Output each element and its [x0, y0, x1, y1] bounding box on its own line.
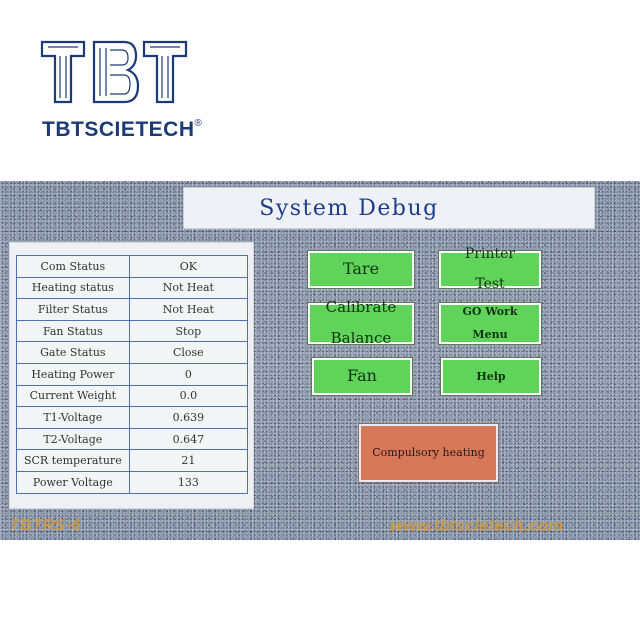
status-value: Not Heat — [128, 276, 249, 300]
printer-label-line1: Printer — [464, 246, 516, 263]
model-label: TBTRS-6 — [10, 517, 82, 534]
status-label: Gate Status — [16, 341, 130, 364]
tare-label: Tare — [342, 259, 380, 279]
calibrate-label-line2: Balance — [330, 329, 392, 348]
status-value: OK — [128, 255, 249, 278]
gowork-label-line2: Menu — [472, 328, 508, 342]
status-value: Close — [128, 341, 249, 364]
fan-label: Fan — [347, 366, 377, 386]
status-value: 0 — [128, 362, 249, 386]
fan-button[interactable]: Fan — [312, 358, 412, 395]
status-value: 0.0 — [128, 384, 249, 408]
help-label: Help — [476, 369, 506, 383]
status-label: Power Voltage — [16, 470, 130, 494]
calibrate-label-line1: Calibrate — [325, 297, 397, 316]
website-watermark: www.tbtscietech.com — [390, 516, 564, 535]
status-label: Heating Power — [16, 362, 130, 386]
status-label: T1-Voltage — [16, 406, 130, 429]
page-title: System Debug — [259, 195, 439, 221]
status-label: SCR temperature — [16, 449, 130, 472]
status-label: T2-Voltage — [16, 427, 130, 451]
brand-header: TBTSCIETECH® — [40, 38, 260, 143]
status-label: Com Status — [16, 255, 130, 278]
gowork-label-line1: GO Work — [462, 305, 518, 319]
tare-button[interactable]: Tare — [308, 251, 414, 288]
status-label: Filter Status — [16, 298, 130, 321]
title-bar: System Debug — [183, 187, 595, 229]
printer-label-line2: Test — [475, 275, 505, 292]
registered-mark: ® — [194, 118, 203, 129]
compulsory-heating-label: Compulsory heating — [372, 446, 485, 460]
status-value: 0.647 — [128, 427, 249, 451]
tbt-logo-icon — [40, 40, 188, 104]
status-value: 133 — [128, 470, 249, 494]
status-label: Heating status — [16, 276, 130, 300]
status-label: Current Weight — [16, 384, 130, 408]
status-value: 21 — [128, 449, 249, 472]
status-label: Fan Status — [16, 319, 130, 343]
status-value: Stop — [128, 319, 249, 343]
brand-name: TBTSCIETECH® — [42, 118, 203, 141]
compulsory-heating-button[interactable]: Compulsory heating — [359, 424, 498, 482]
status-value: Not Heat — [128, 298, 249, 321]
status-value: 0.639 — [128, 406, 249, 429]
help-button[interactable]: Help — [441, 358, 541, 395]
